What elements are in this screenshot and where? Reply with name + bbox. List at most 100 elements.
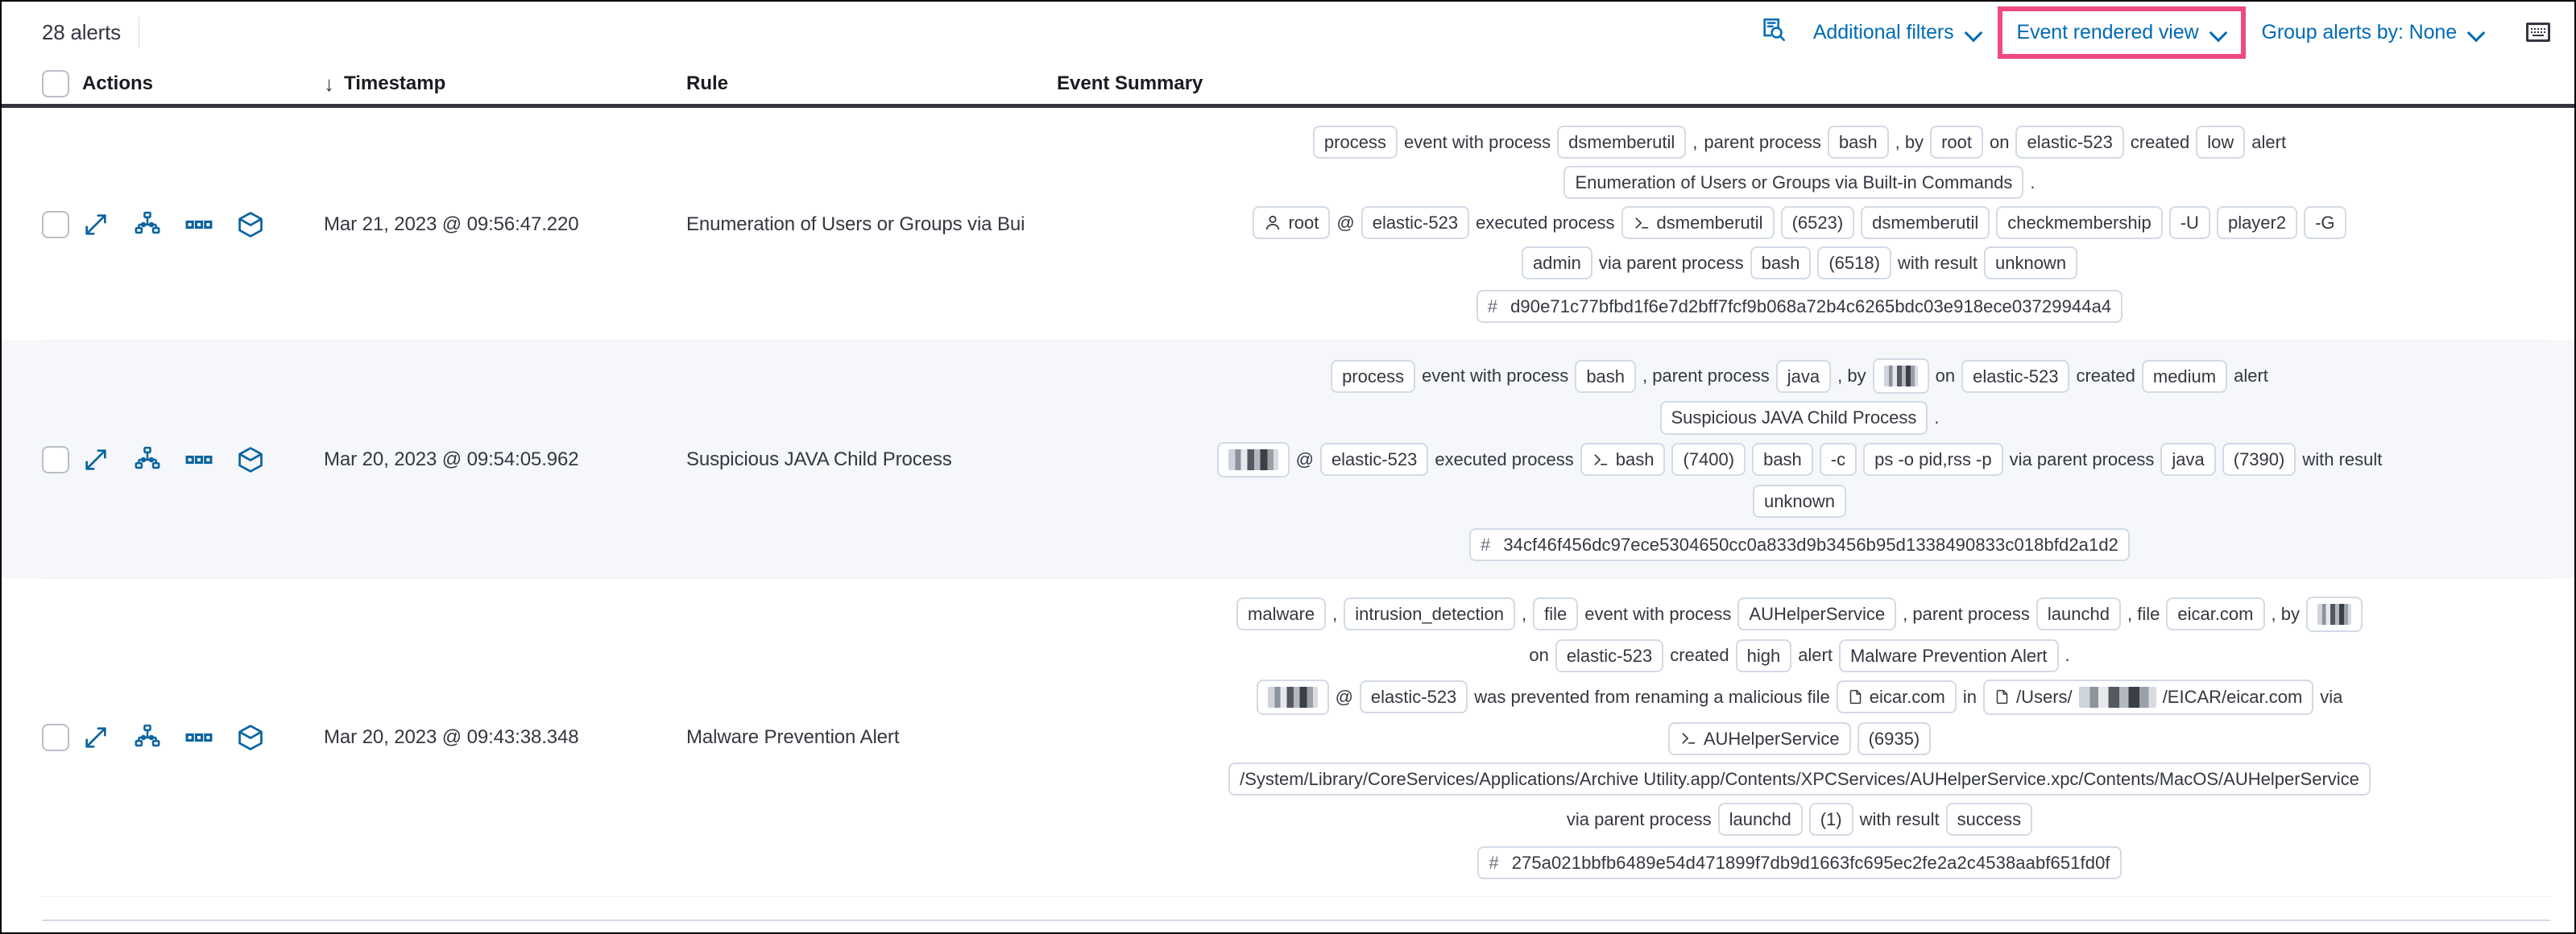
row-select-checkbox[interactable] — [42, 210, 69, 238]
analyzer-icon[interactable] — [237, 724, 264, 751]
event-field-chip[interactable]: launchd — [2036, 597, 2121, 631]
more-actions-icon[interactable] — [185, 724, 213, 751]
redacted-value — [1228, 448, 1278, 470]
event-field-chip[interactable]: ps -o pid,rss -p — [1863, 443, 2003, 477]
column-header-timestamp[interactable]: ↓ Timestamp — [324, 72, 686, 95]
event-field-chip[interactable]: eicar.com — [2166, 597, 2265, 631]
row-select-checkbox[interactable] — [42, 446, 69, 474]
inspect-button[interactable] — [1749, 8, 1799, 57]
session-view-icon[interactable] — [134, 724, 161, 751]
summary-text: executed process — [1435, 448, 1574, 469]
cell-rule-name[interactable]: Malware Prevention Alert — [686, 726, 900, 749]
event-field-chip[interactable]: (7400) — [1671, 443, 1746, 477]
event-field-chip[interactable]: -G — [2304, 206, 2346, 240]
event-field-chip[interactable]: bash — [1750, 246, 1812, 280]
event-field-chip[interactable]: java — [2160, 443, 2216, 477]
event-field-chip[interactable]: eicar.com — [1836, 680, 1957, 714]
event-field-chip[interactable]: unknown — [1983, 246, 2078, 280]
event-field-chip[interactable]: process — [1331, 359, 1416, 394]
event-field-chip[interactable]: /System/Library/CoreServices/Application… — [1228, 762, 2371, 796]
event-field-chip[interactable]: checkmembership — [1996, 206, 2163, 240]
event-field-chip[interactable]: (1) — [1808, 803, 1853, 837]
event-field-chip[interactable]: admin — [1521, 246, 1592, 280]
event-field-chip[interactable]: elastic-523 — [1555, 639, 1664, 672]
additional-filters-button[interactable]: Additional filters — [1799, 13, 1996, 52]
event-field-chip[interactable]: AUHelperService — [1737, 597, 1897, 631]
event-field-chip[interactable]: dsmemberutil — [1557, 126, 1687, 159]
event-field-chip[interactable] — [1216, 441, 1290, 477]
event-field-chip[interactable]: elastic-523 — [1360, 206, 1470, 240]
event-field-chip[interactable]: elastic-523 — [1319, 443, 1429, 477]
event-field-chip[interactable]: dsmemberutil — [1861, 206, 1990, 240]
event-field-chip[interactable]: bash — [1827, 126, 1889, 159]
event-field-chip[interactable]: Suspicious JAVA Child Process — [1659, 401, 1928, 435]
event-field-chip[interactable]: root — [1253, 206, 1331, 240]
event-field-chip[interactable]: elastic-523 — [1359, 680, 1468, 714]
event-field-chip[interactable] — [1872, 358, 1929, 395]
hash-value: 275a021bbfb6489e54d471899f7db9d1663fc695… — [1511, 853, 2110, 874]
event-field-chip[interactable]: success — [1945, 803, 2033, 837]
expand-icon[interactable] — [82, 211, 110, 238]
event-field-chip[interactable]: AUHelperService — [1667, 721, 1851, 755]
expand-icon[interactable] — [82, 724, 110, 751]
event-field-chip[interactable]: (7390) — [2222, 443, 2296, 477]
analyzer-icon[interactable] — [237, 446, 264, 473]
session-view-icon[interactable] — [134, 446, 161, 473]
event-field-chip[interactable]: low — [2196, 126, 2246, 159]
event-field-chip[interactable]: bash — [1580, 443, 1666, 477]
cell-rule-name[interactable]: Enumeration of Users or Groups via Bui — [686, 213, 1025, 235]
event-field-chip[interactable]: process — [1312, 126, 1398, 159]
event-field-chip[interactable]: Enumeration of Users or Groups via Built… — [1563, 166, 2024, 200]
summary-text: , parent process — [1903, 603, 2030, 624]
event-field-chip[interactable]: elastic-523 — [1961, 359, 2070, 394]
event-field-chip[interactable] — [1256, 679, 1329, 715]
event-field-chip[interactable]: root — [1930, 126, 1983, 159]
event-field-chip[interactable]: -c — [1819, 443, 1857, 477]
group-alerts-by-select[interactable]: Group alerts by: None — [2247, 13, 2499, 52]
event-hash-chip[interactable]: #275a021bbfb6489e54d471899f7db9d1663fc69… — [1477, 846, 2122, 880]
chip-label-suffix: /EICAR/eicar.com — [2162, 687, 2303, 708]
analyzer-icon[interactable] — [237, 211, 264, 238]
session-view-icon[interactable] — [134, 211, 161, 238]
event-field-chip[interactable]: medium — [2141, 359, 2228, 394]
event-field-chip[interactable]: bash — [1575, 359, 1637, 394]
column-header-actions[interactable]: Actions — [82, 72, 154, 94]
select-all-checkbox[interactable] — [42, 69, 69, 97]
event-field-chip[interactable]: launchd — [1717, 803, 1803, 837]
event-field-chip[interactable]: player2 — [2216, 206, 2298, 240]
summary-hash-line: #275a021bbfb6489e54d471899f7db9d1663fc69… — [1477, 846, 2122, 880]
event-field-chip[interactable]: Malware Prevention Alert — [1838, 639, 2059, 672]
summary-text: created — [2130, 131, 2190, 152]
event-field-chip[interactable]: (6518) — [1817, 246, 1891, 280]
event-field-chip[interactable]: java — [1775, 359, 1832, 394]
event-field-chip[interactable]: elastic-523 — [2015, 126, 2124, 159]
row-select-checkbox[interactable] — [42, 724, 69, 752]
event-field-chip[interactable]: dsmemberutil — [1621, 206, 1775, 240]
event-hash-chip[interactable]: #34cf46f456dc97ece5304650cc0a833d9b3456b… — [1468, 527, 2131, 561]
column-header-rule[interactable]: Rule — [686, 72, 729, 94]
more-actions-icon[interactable] — [185, 446, 213, 473]
event-field-chip[interactable] — [2305, 596, 2363, 632]
event-field-chip[interactable]: /Users//EICAR/eicar.com — [1983, 679, 2314, 715]
keyboard-shortcuts-icon[interactable] — [2526, 23, 2550, 42]
event-hash-chip[interactable]: #d90e71c77bfbd1f6e7d2bff7fcf9b068a72b4c6… — [1476, 290, 2123, 324]
more-actions-icon[interactable] — [185, 211, 213, 238]
column-header-event-summary[interactable]: Event Summary — [1057, 72, 1203, 94]
event-field-chip[interactable]: (6935) — [1857, 721, 1932, 755]
event-field-chip[interactable]: (6523) — [1780, 206, 1855, 240]
event-field-chip[interactable]: file — [1533, 597, 1579, 631]
event-field-chip[interactable]: malware — [1236, 597, 1327, 631]
expand-icon[interactable] — [82, 446, 110, 473]
file-icon — [1994, 688, 2010, 706]
event-rendered-view-select[interactable]: Event rendered view — [2002, 13, 2241, 52]
event-field-chip[interactable]: bash — [1752, 443, 1813, 477]
cell-rule-name[interactable]: Suspicious JAVA Child Process — [686, 448, 952, 471]
event-field-chip[interactable]: unknown — [1752, 484, 1847, 518]
event-field-chip[interactable]: high — [1735, 639, 1792, 672]
event-field-chip[interactable]: intrusion_detection — [1344, 597, 1515, 631]
event-field-chip[interactable]: -U — [2168, 206, 2210, 240]
